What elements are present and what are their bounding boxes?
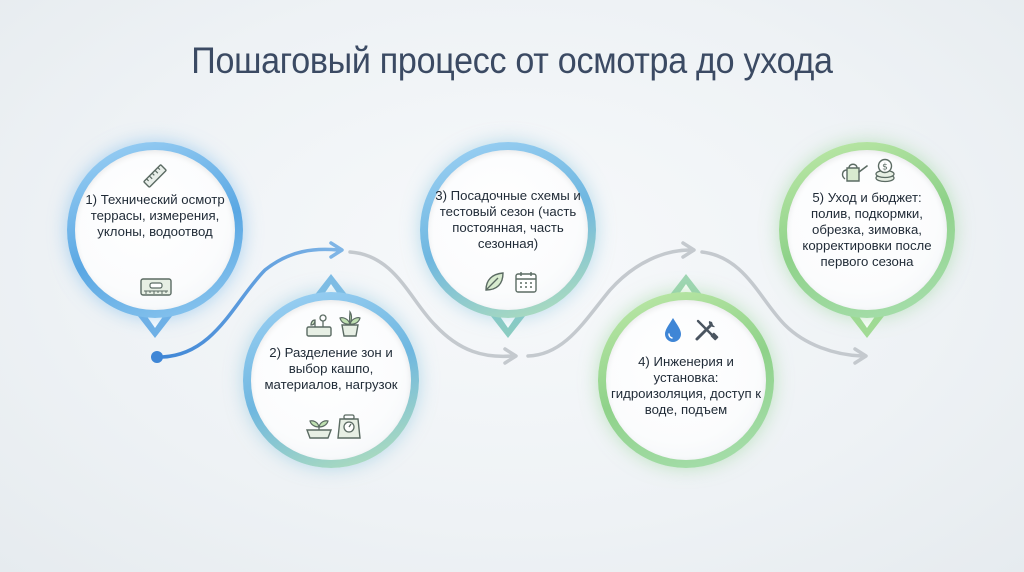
level-icon: [140, 278, 172, 296]
calendar-icon: [515, 272, 537, 293]
svg-text:$: $: [882, 163, 888, 173]
flow-arrowhead-1: [329, 241, 344, 259]
step-1: 1) Технический осмотр террасы, измерения…: [67, 142, 243, 338]
step-3: 3) Посадочные схемы и тестовый сезон (ча…: [420, 142, 596, 338]
flow-arrow-4: [700, 250, 864, 358]
step-4-text: 4) Инженерия и установка: гидроизоляция,…: [610, 354, 762, 417]
coins-icon: $: [875, 158, 895, 183]
weight-scale-icon: [337, 414, 361, 439]
flow-arrowhead-2: [503, 347, 518, 365]
ruler-icon: [143, 164, 167, 188]
step-5-text: 5) Уход и бюджет: полив, подкормки, обре…: [802, 190, 932, 269]
step-4-circle: [606, 300, 766, 460]
step-1-text: 1) Технический осмотр террасы, измерения…: [85, 192, 225, 239]
wrench-screwdriver-icon: [695, 319, 719, 341]
step-2-text: 2) Разделение зон и выбор кашпо, материа…: [264, 345, 398, 392]
potted-plant-icon: [339, 310, 361, 337]
flow-arrow-1: [160, 247, 340, 359]
watering-can-icon: [841, 163, 868, 182]
planter-icon: [306, 314, 332, 337]
step-2-circle: [251, 300, 411, 460]
flow-start-dot: [151, 351, 163, 363]
flow-arrowhead-3: [681, 241, 696, 259]
water-drop-icon: [665, 318, 681, 342]
step-4: 4) Инженерия и установка: гидроизоляция,…: [598, 274, 774, 468]
page-title: Пошаговый процесс от осмотра до ухода: [191, 40, 833, 81]
flow-arrowhead-4: [853, 347, 868, 365]
leaf-icon: [485, 272, 504, 291]
flow-arrow-3: [526, 248, 692, 358]
seedling-tray-icon: [305, 420, 333, 439]
step-5: $ 5) Уход и бюджет: полив, подкормки, об…: [779, 142, 955, 338]
step-2: 2) Разделение зон и выбор кашпо, материа…: [243, 274, 419, 468]
step-3-circle: [428, 150, 588, 310]
step-5-circle: [787, 150, 947, 310]
flow-arrow-2: [348, 250, 514, 359]
step-3-text: 3) Посадочные схемы и тестовый сезон (ча…: [435, 188, 581, 251]
